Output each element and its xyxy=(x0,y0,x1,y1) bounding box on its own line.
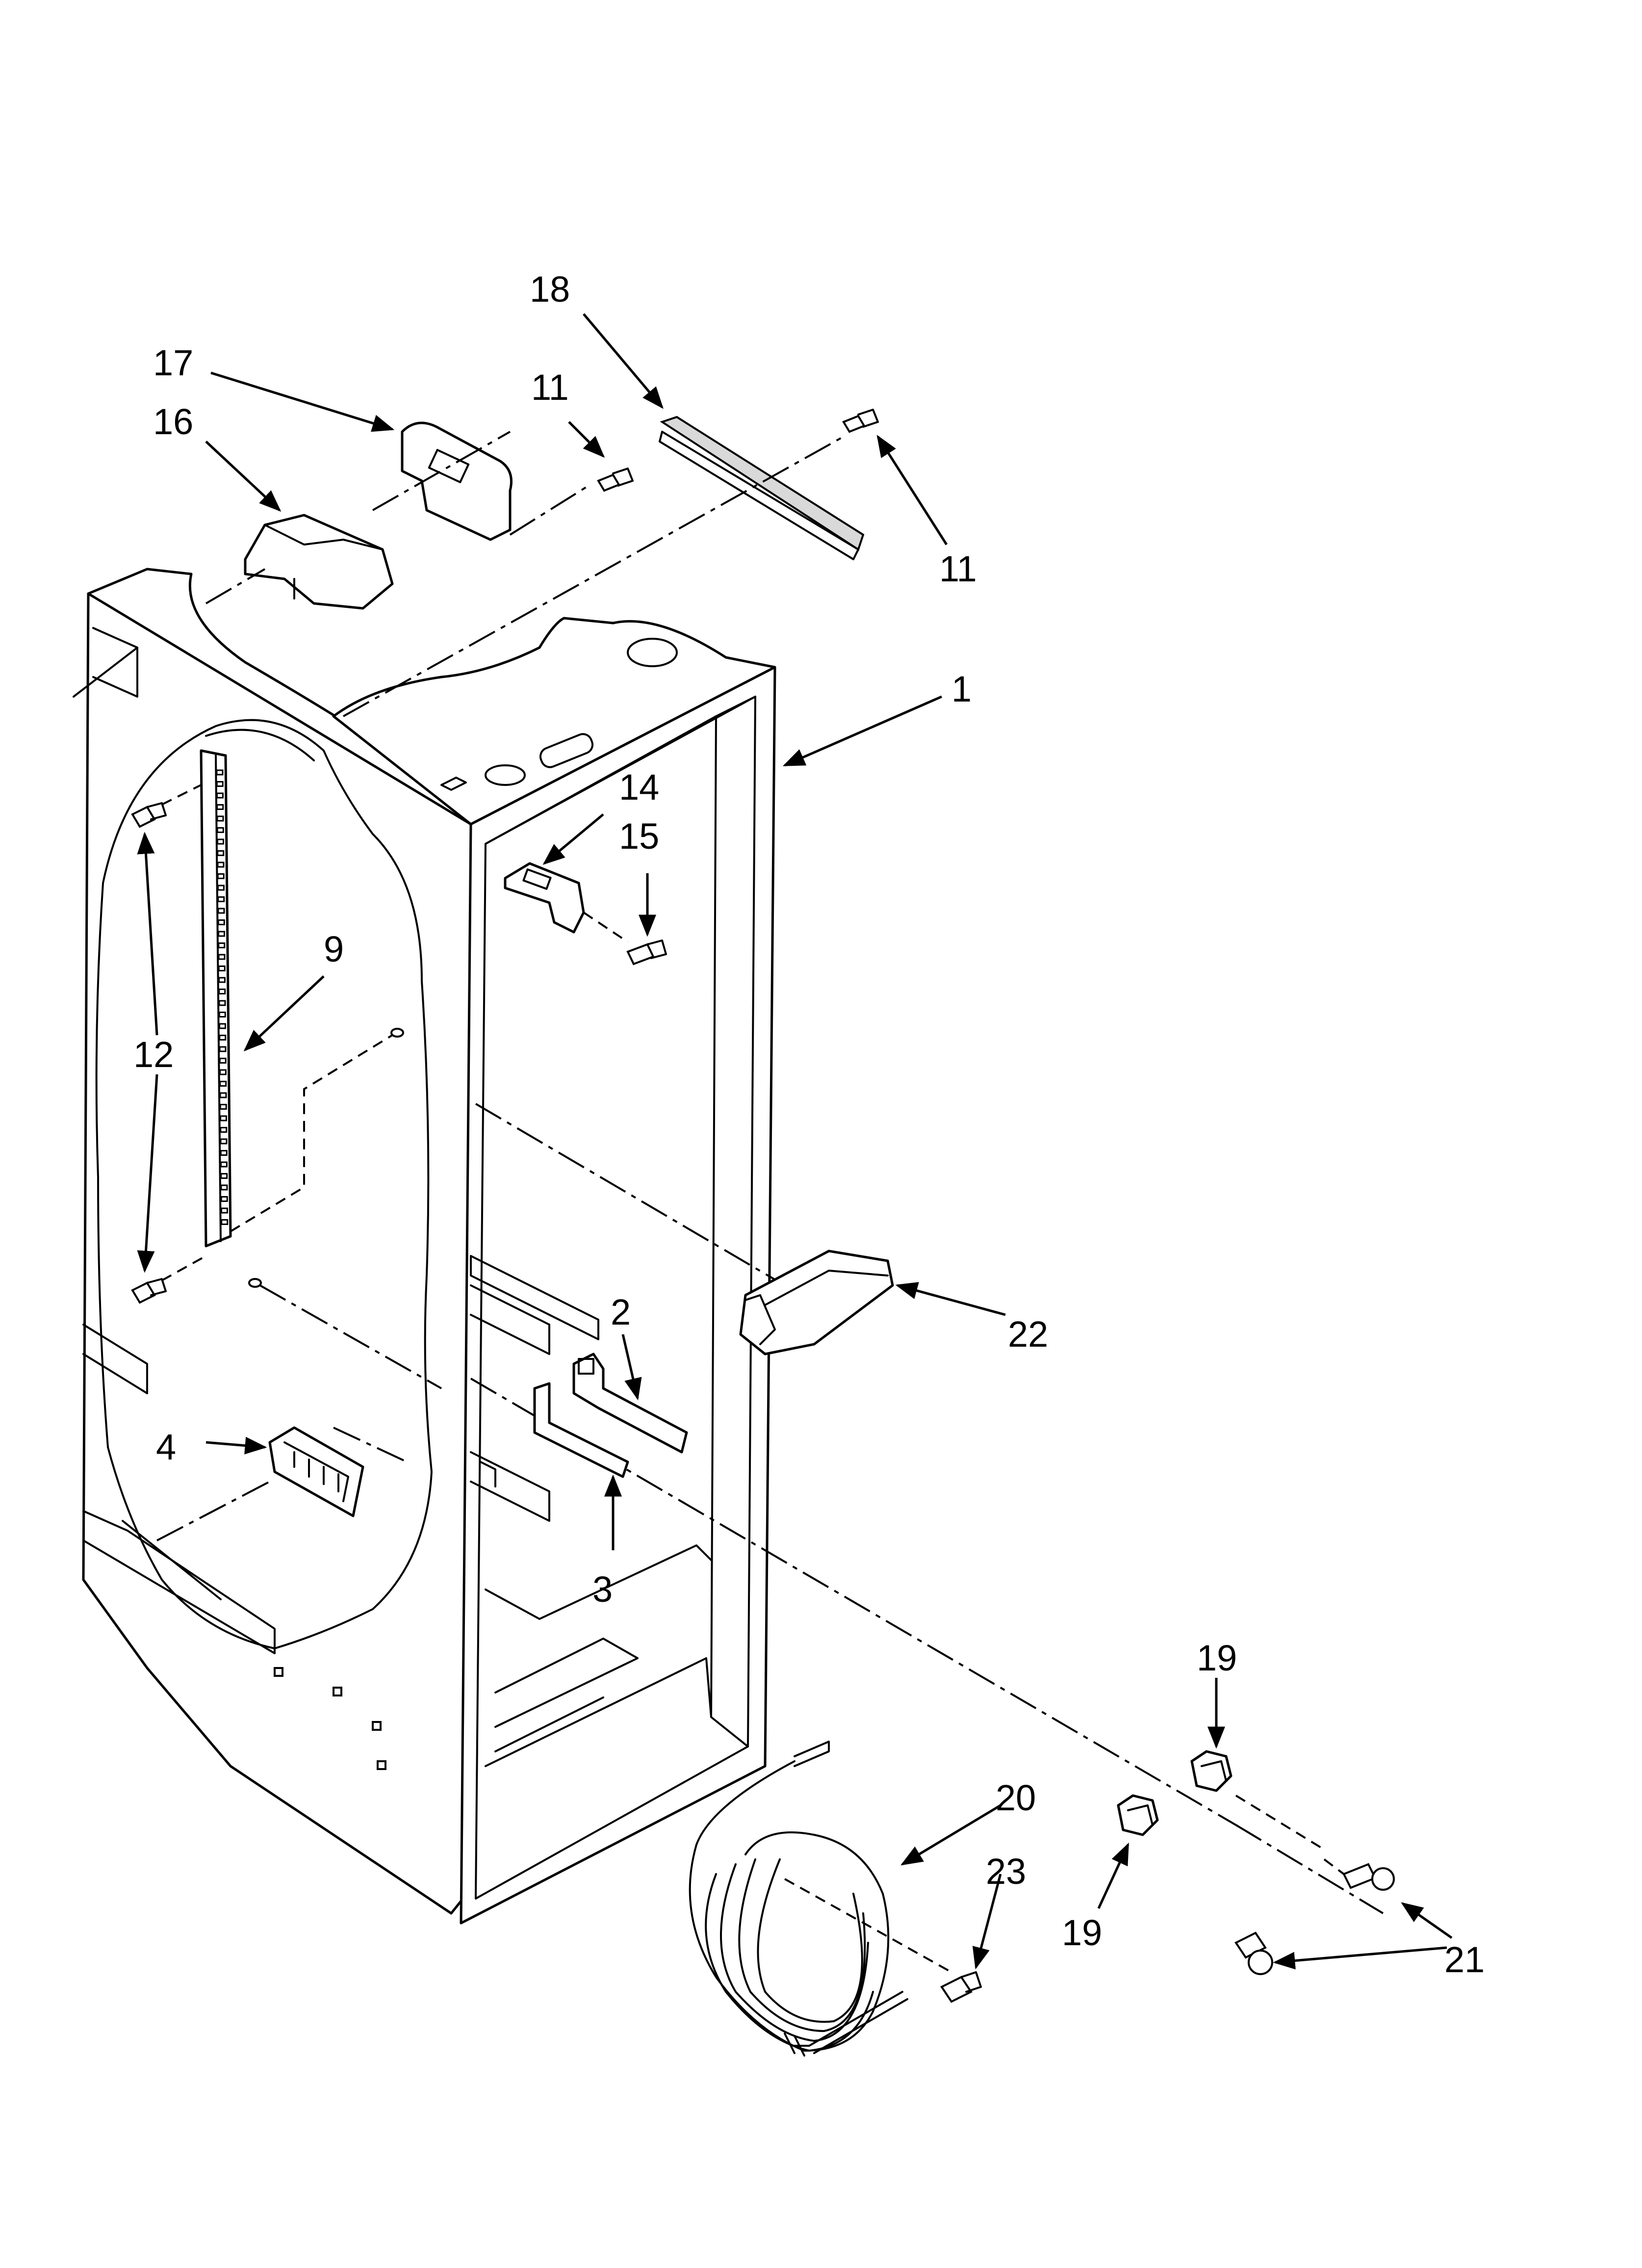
rail-slot xyxy=(217,861,225,868)
rail-slot xyxy=(220,1115,227,1121)
rail-slot xyxy=(217,885,225,891)
rail-slot xyxy=(218,977,226,983)
rail-slot xyxy=(217,908,225,914)
part-4-vent xyxy=(268,1426,364,1517)
rail-slot xyxy=(218,989,226,994)
part-18-channel xyxy=(659,416,865,560)
callout-11-right: 11 xyxy=(939,548,977,589)
screw-11-left xyxy=(597,468,634,492)
rail-slot xyxy=(220,1173,228,1179)
callout-21: 21 xyxy=(1444,1939,1485,1980)
rail-slot xyxy=(218,954,226,960)
callout-12: 12 xyxy=(133,1034,174,1075)
callout-23: 23 xyxy=(986,1851,1026,1892)
rail-slot xyxy=(216,769,224,776)
rail-slot xyxy=(220,1138,228,1145)
part-21-screw-lower xyxy=(1234,1931,1273,1975)
callout-9: 9 xyxy=(324,929,344,969)
rail-slot xyxy=(217,850,225,856)
part-23-screw xyxy=(940,1971,982,2003)
rail-slot xyxy=(217,896,225,902)
callout-22: 22 xyxy=(1008,1314,1048,1355)
part-2-bracket xyxy=(572,1353,688,1454)
leader-1 xyxy=(782,695,943,767)
callout-16: 16 xyxy=(153,401,193,442)
rail-slot xyxy=(219,1104,227,1110)
callout-1: 1 xyxy=(951,669,972,709)
rail-slot xyxy=(216,804,224,810)
rail-slot xyxy=(219,1069,227,1075)
callout-11-top: 11 xyxy=(531,367,569,408)
screw-15 xyxy=(626,939,667,965)
rail-slot xyxy=(217,873,225,879)
rail-slot xyxy=(220,1127,228,1133)
rail-slot xyxy=(216,781,224,787)
rail-slot xyxy=(216,815,224,822)
callout-20: 20 xyxy=(996,1777,1036,1818)
rail-slot xyxy=(220,1150,228,1156)
cabinet-liner xyxy=(73,568,776,1925)
rail-slot xyxy=(216,827,224,833)
part-21-screw-upper xyxy=(1342,1863,1395,1891)
callout-17: 17 xyxy=(153,342,193,383)
callout-19-top: 19 xyxy=(1197,1638,1237,1678)
rail-slot xyxy=(218,942,226,948)
rail-slot xyxy=(221,1219,229,1225)
callout-4: 4 xyxy=(156,1427,176,1467)
screw-12-bottom xyxy=(131,1278,167,1304)
part-19-cap-left xyxy=(1117,1794,1159,1836)
rail-slot xyxy=(218,1000,226,1006)
callout-18: 18 xyxy=(530,269,570,310)
screw-12-top xyxy=(131,802,167,828)
rail-slot xyxy=(217,838,224,845)
part-17-bracket xyxy=(401,421,513,541)
callout-3: 3 xyxy=(592,1569,613,1610)
part-20-coil xyxy=(689,1741,908,2057)
part-22-handle xyxy=(739,1250,894,1356)
part-16-housing xyxy=(244,514,394,610)
rail-slot xyxy=(218,965,226,971)
rail-slot xyxy=(219,1035,227,1041)
callout-19-bottom: 19 xyxy=(1062,1912,1102,1953)
rail-slot xyxy=(219,1081,227,1087)
rail-slot xyxy=(218,931,225,937)
part-9-rail xyxy=(200,749,232,1248)
rail-slot xyxy=(219,1023,226,1029)
part-3-bracket xyxy=(533,1382,629,1478)
part-19-cap-right xyxy=(1190,1750,1232,1792)
screw-11-right xyxy=(842,409,879,433)
rail-slot xyxy=(220,1184,228,1191)
part-14-bracket xyxy=(504,862,585,934)
rail-slot xyxy=(220,1161,228,1168)
callout-2: 2 xyxy=(611,1292,631,1332)
rail-slot xyxy=(217,919,225,925)
rail-slot xyxy=(218,1012,226,1017)
rail-slot xyxy=(219,1092,227,1098)
callout-15: 15 xyxy=(619,816,659,857)
callout-14: 14 xyxy=(619,767,659,808)
rail-slot xyxy=(219,1058,227,1064)
rail-slot xyxy=(221,1207,228,1214)
rail-slot xyxy=(219,1046,227,1052)
rail-slot xyxy=(220,1196,228,1202)
rail-slot xyxy=(216,792,224,799)
